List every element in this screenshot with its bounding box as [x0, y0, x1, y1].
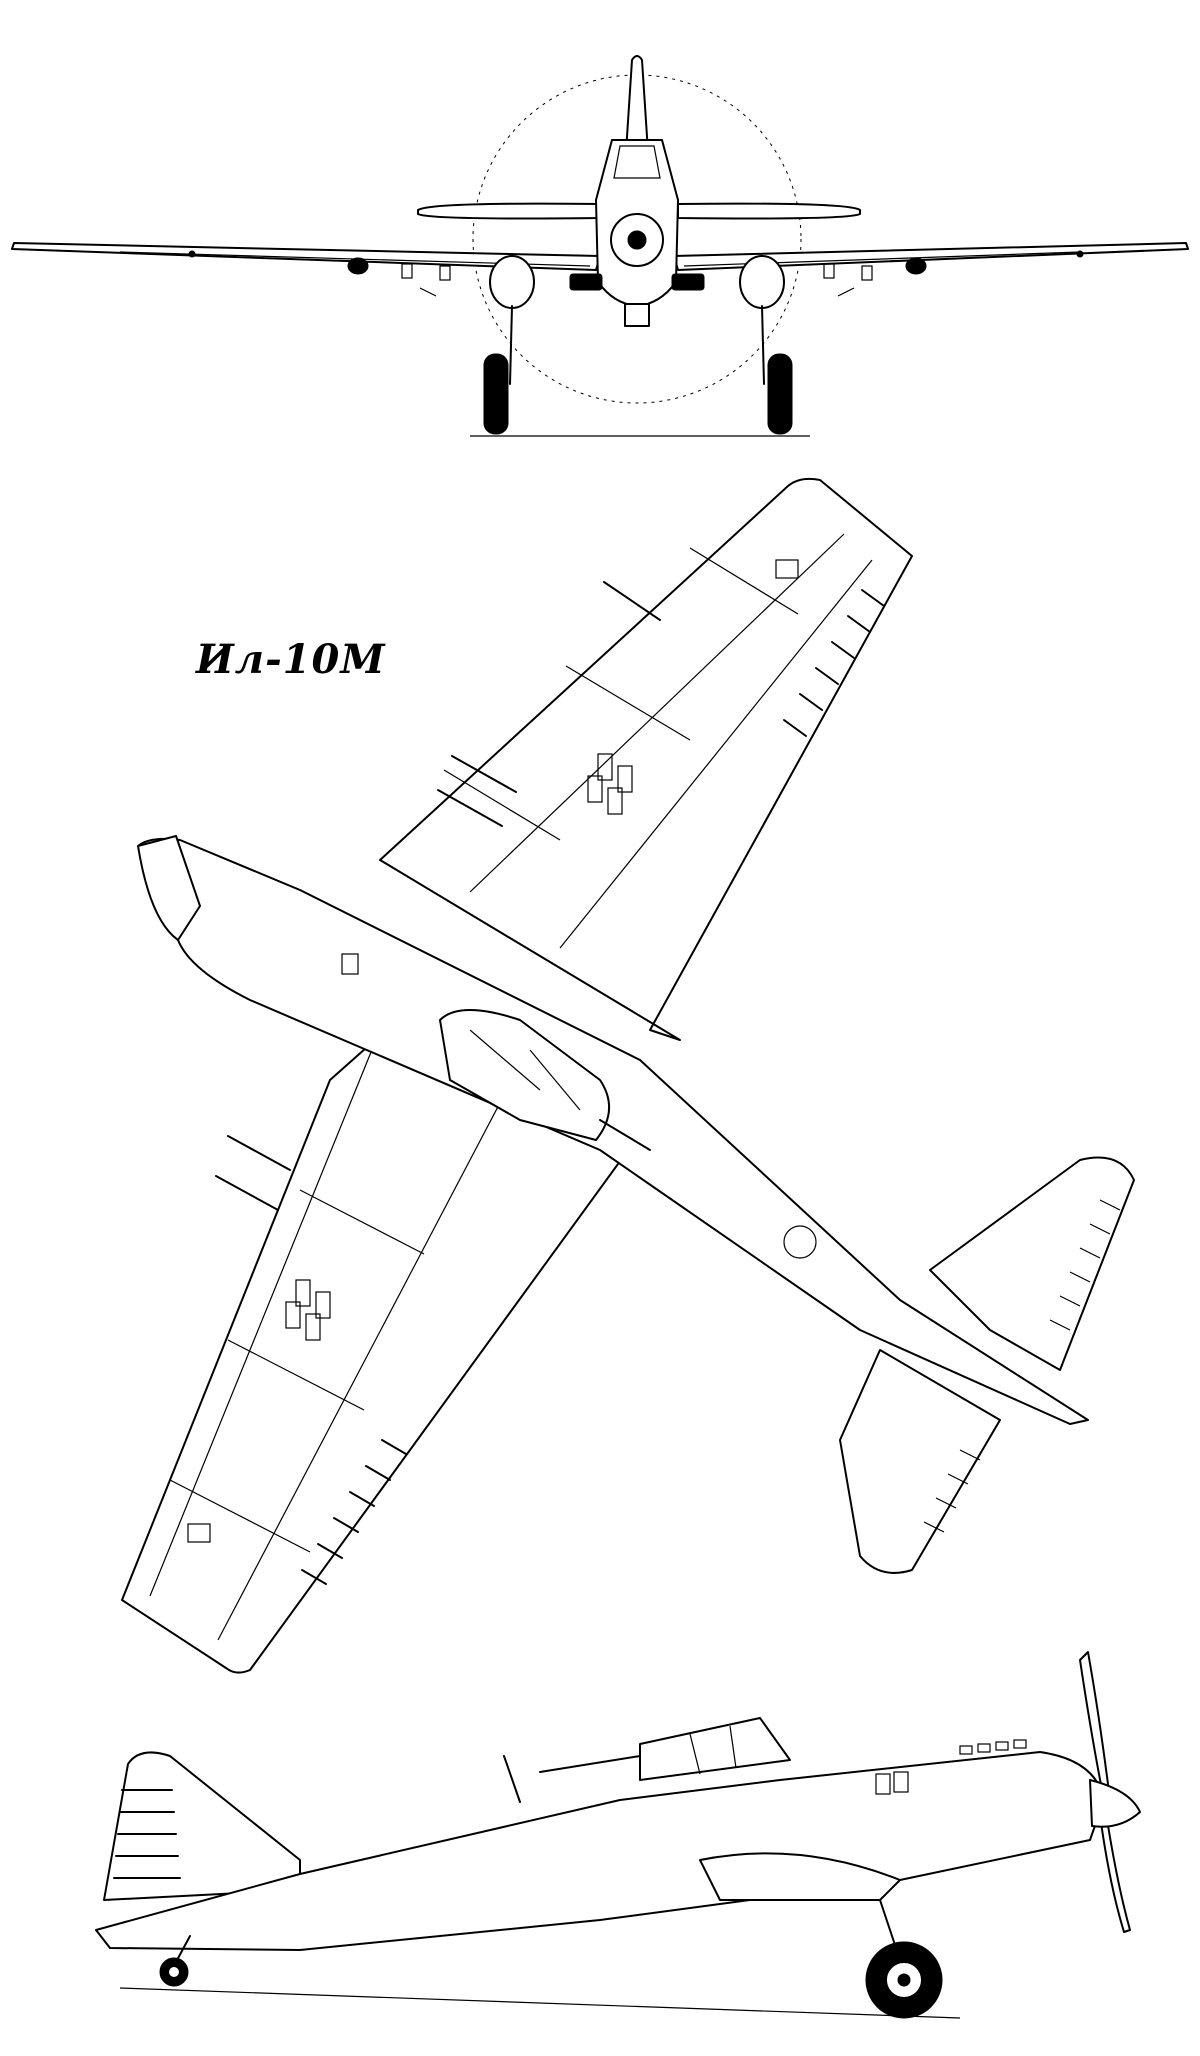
vertical-fin-front: [625, 55, 649, 153]
aircraft-title: Ил-10М: [196, 636, 386, 683]
roundel-marker: [783, 1225, 817, 1259]
propeller-disc: [472, 74, 802, 404]
fuselage-top: [137, 837, 1089, 1425]
spinner-side: [1089, 1779, 1141, 1828]
upper-wing-top: [379, 477, 913, 1041]
top-view: [121, 477, 1135, 1674]
right-wheel-front: [767, 353, 793, 435]
right-wing-front: [673, 242, 1189, 271]
canopy-top: [439, 1009, 611, 1141]
left-wing-front: [11, 242, 601, 271]
ammo-hatches: [187, 559, 799, 1543]
prop-blade-lower: [1097, 1799, 1131, 1933]
spinner-top: [137, 835, 201, 941]
lower-aileron-hinges: [301, 1439, 407, 1585]
wing-cannons: [215, 581, 661, 1211]
wing-root-side: [699, 1852, 901, 1901]
upper-stabilizer-top: [929, 1156, 1135, 1371]
left-wheel-front: [483, 353, 509, 435]
front-view: [11, 55, 1189, 437]
upper-aileron-hinges: [783, 589, 885, 737]
canopy-side: [639, 1717, 791, 1781]
lower-wing-top: [121, 999, 651, 1674]
lower-stabilizer-top: [839, 1349, 1001, 1574]
radiator-intake: [624, 303, 650, 327]
canopy-front: [613, 145, 661, 179]
